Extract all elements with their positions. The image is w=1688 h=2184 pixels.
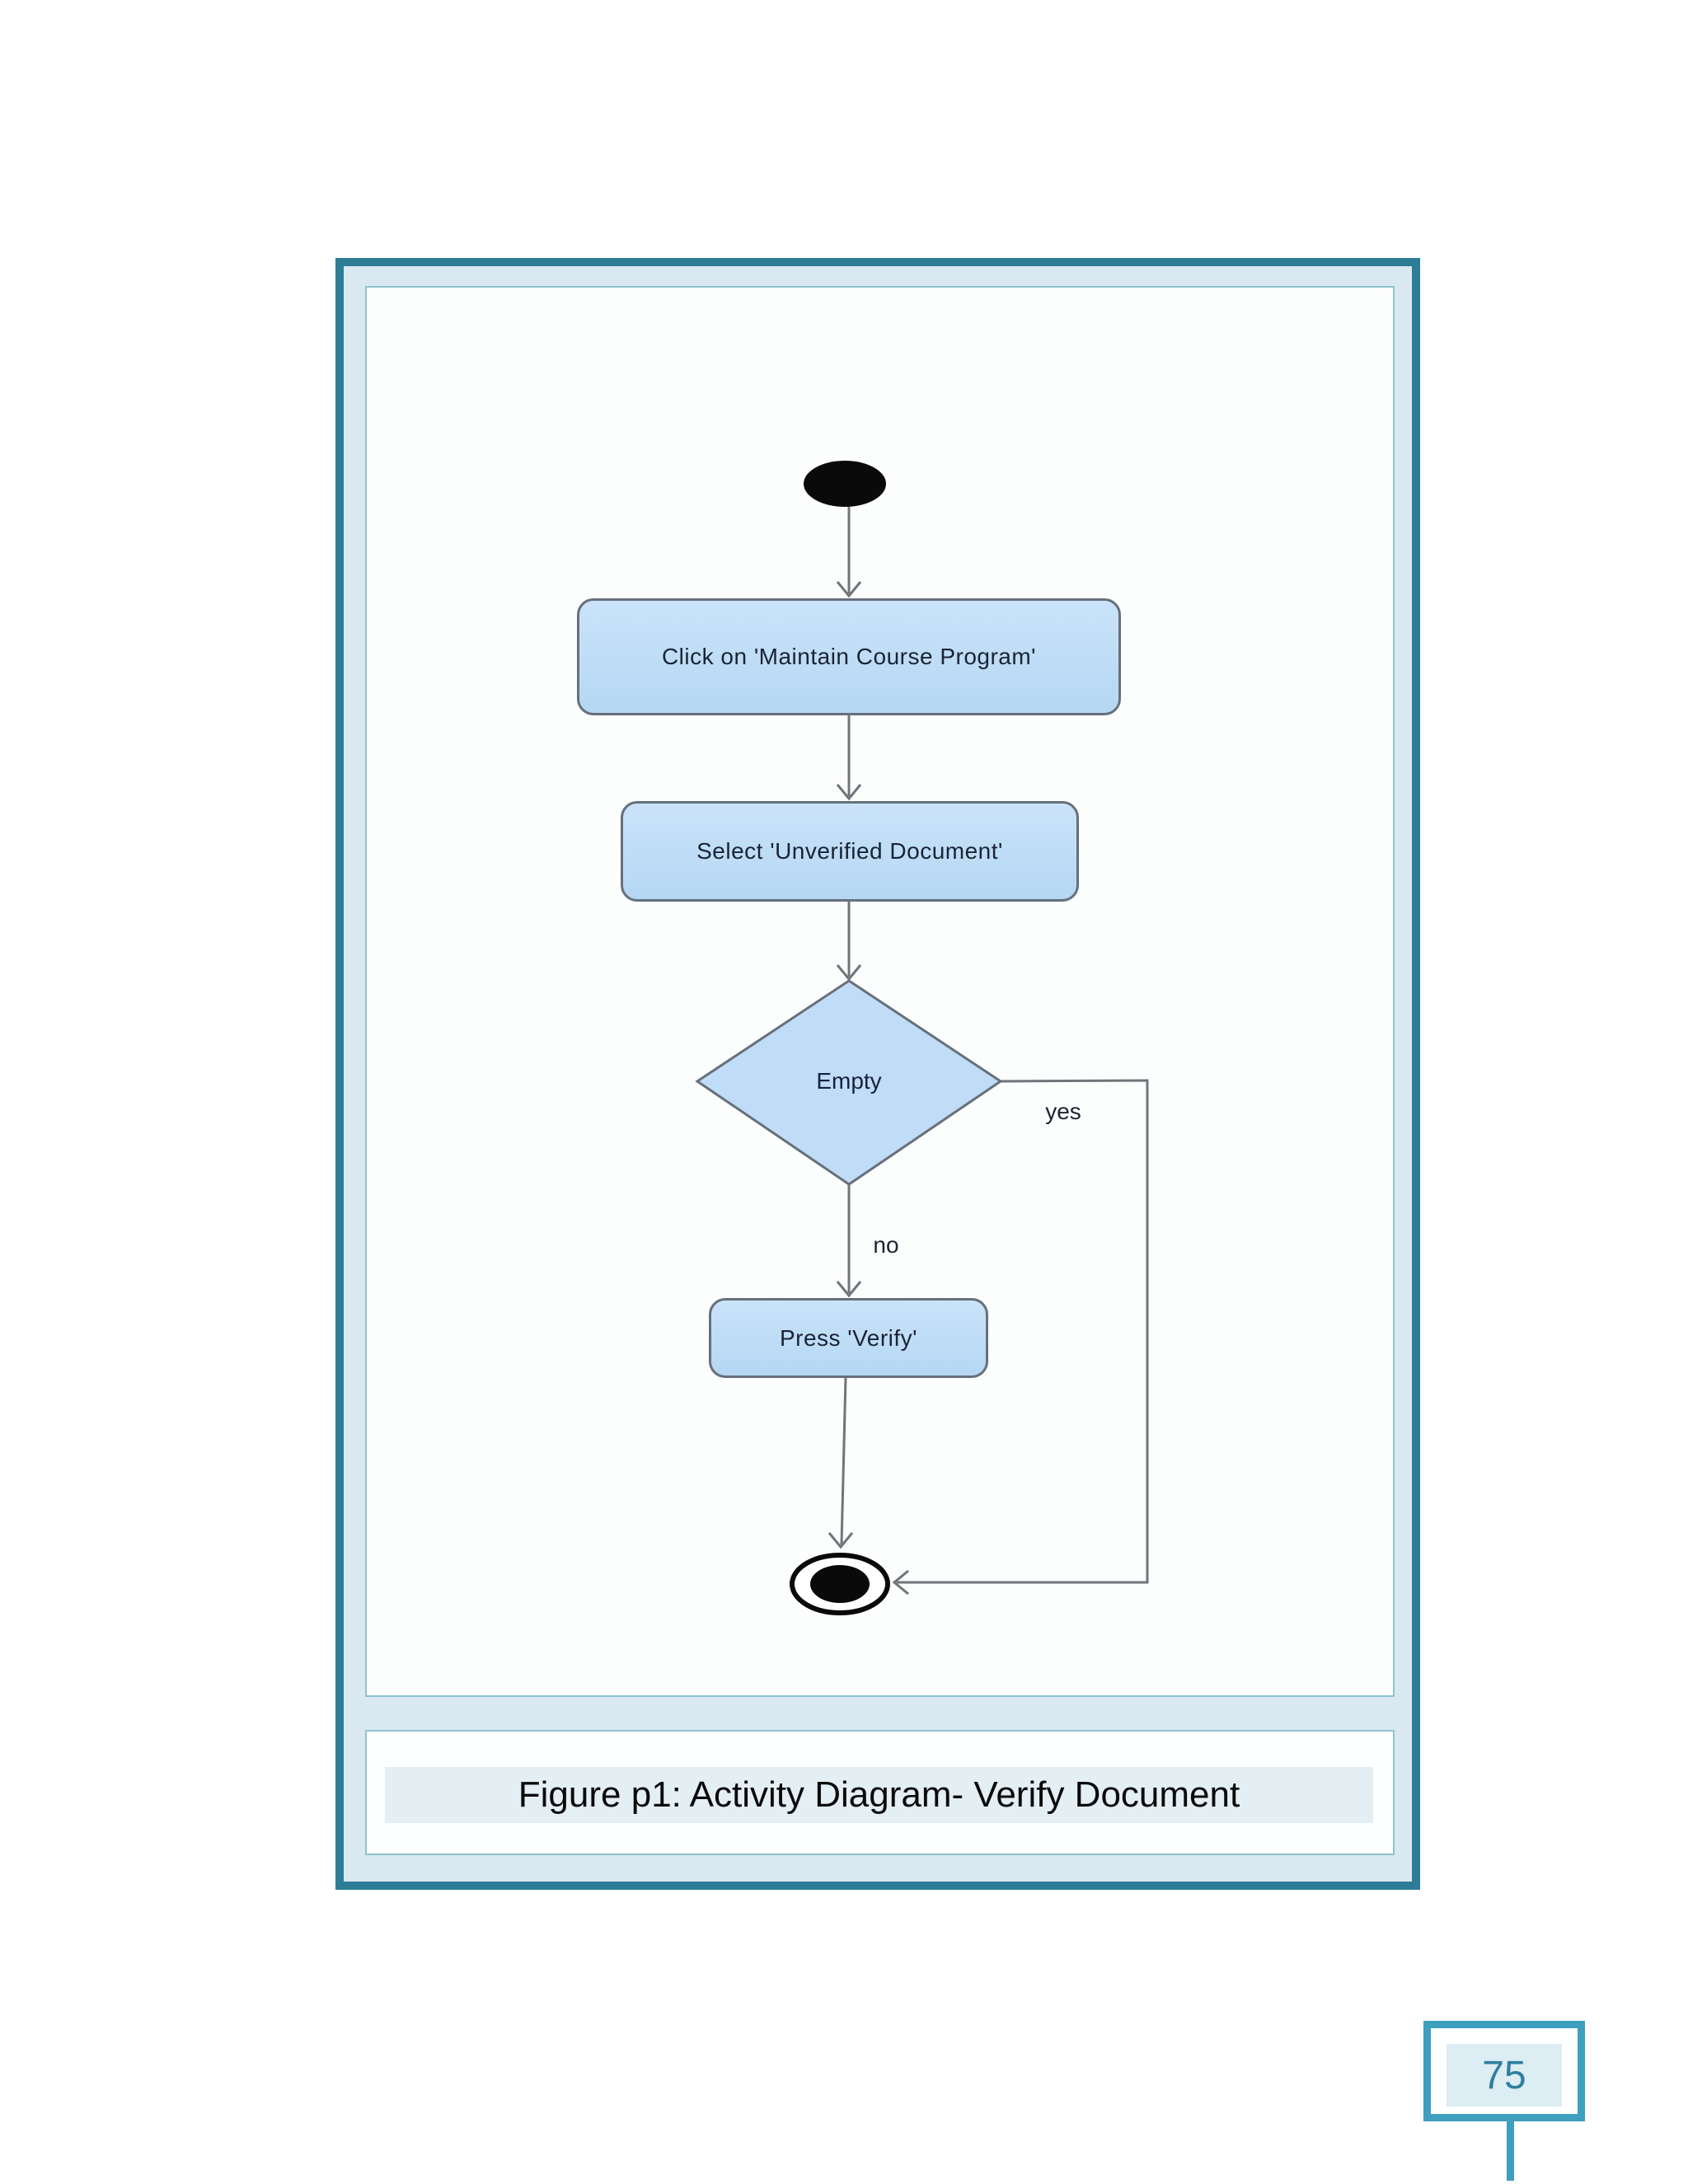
initial-node-icon <box>804 461 886 507</box>
edge-label-no: no <box>873 1232 899 1258</box>
arrowhead-down-icon <box>836 784 862 801</box>
arrowhead-down-icon <box>828 1532 854 1549</box>
action-node-label: Press 'Verify' <box>779 1324 918 1351</box>
arrowhead-down-icon <box>836 1281 862 1298</box>
action-node-select-unverified-document: Select 'Unverified Document' <box>621 801 1079 902</box>
decision-diamond <box>695 979 1003 1186</box>
arrowhead-left-icon <box>892 1569 909 1596</box>
page-number-box: 75 <box>1423 2021 1585 2121</box>
page-number-stem <box>1507 2120 1514 2181</box>
decision-node-label: Empty <box>816 1068 882 1094</box>
arrowhead-down-icon <box>836 581 862 598</box>
final-node-core-icon <box>810 1565 870 1603</box>
page-number: 75 <box>1447 2044 1562 2107</box>
action-node-label: Select 'Unverified Document' <box>696 838 1003 864</box>
figure-caption: Figure p1: Activity Diagram- Verify Docu… <box>385 1767 1373 1823</box>
arrowhead-down-icon <box>836 964 862 982</box>
action-node-label: Click on 'Maintain Course Program' <box>661 644 1037 669</box>
action-node-click-maintain-course-program: Click on 'Maintain Course Program' <box>577 598 1121 715</box>
edge-action3-to-final <box>840 1377 847 1545</box>
activity-diagram-canvas <box>695 461 1149 1615</box>
figure-caption-panel: Figure p1: Activity Diagram- Verify Docu… <box>365 1730 1395 1855</box>
activity-diagram-panel: Click on 'Maintain Course Program' Selec… <box>365 286 1395 1697</box>
edge-decision-yes-to-final <box>897 1079 1149 1584</box>
action-node-press-verify: Press 'Verify' <box>709 1298 988 1378</box>
edge-label-yes: yes <box>1045 1099 1081 1124</box>
